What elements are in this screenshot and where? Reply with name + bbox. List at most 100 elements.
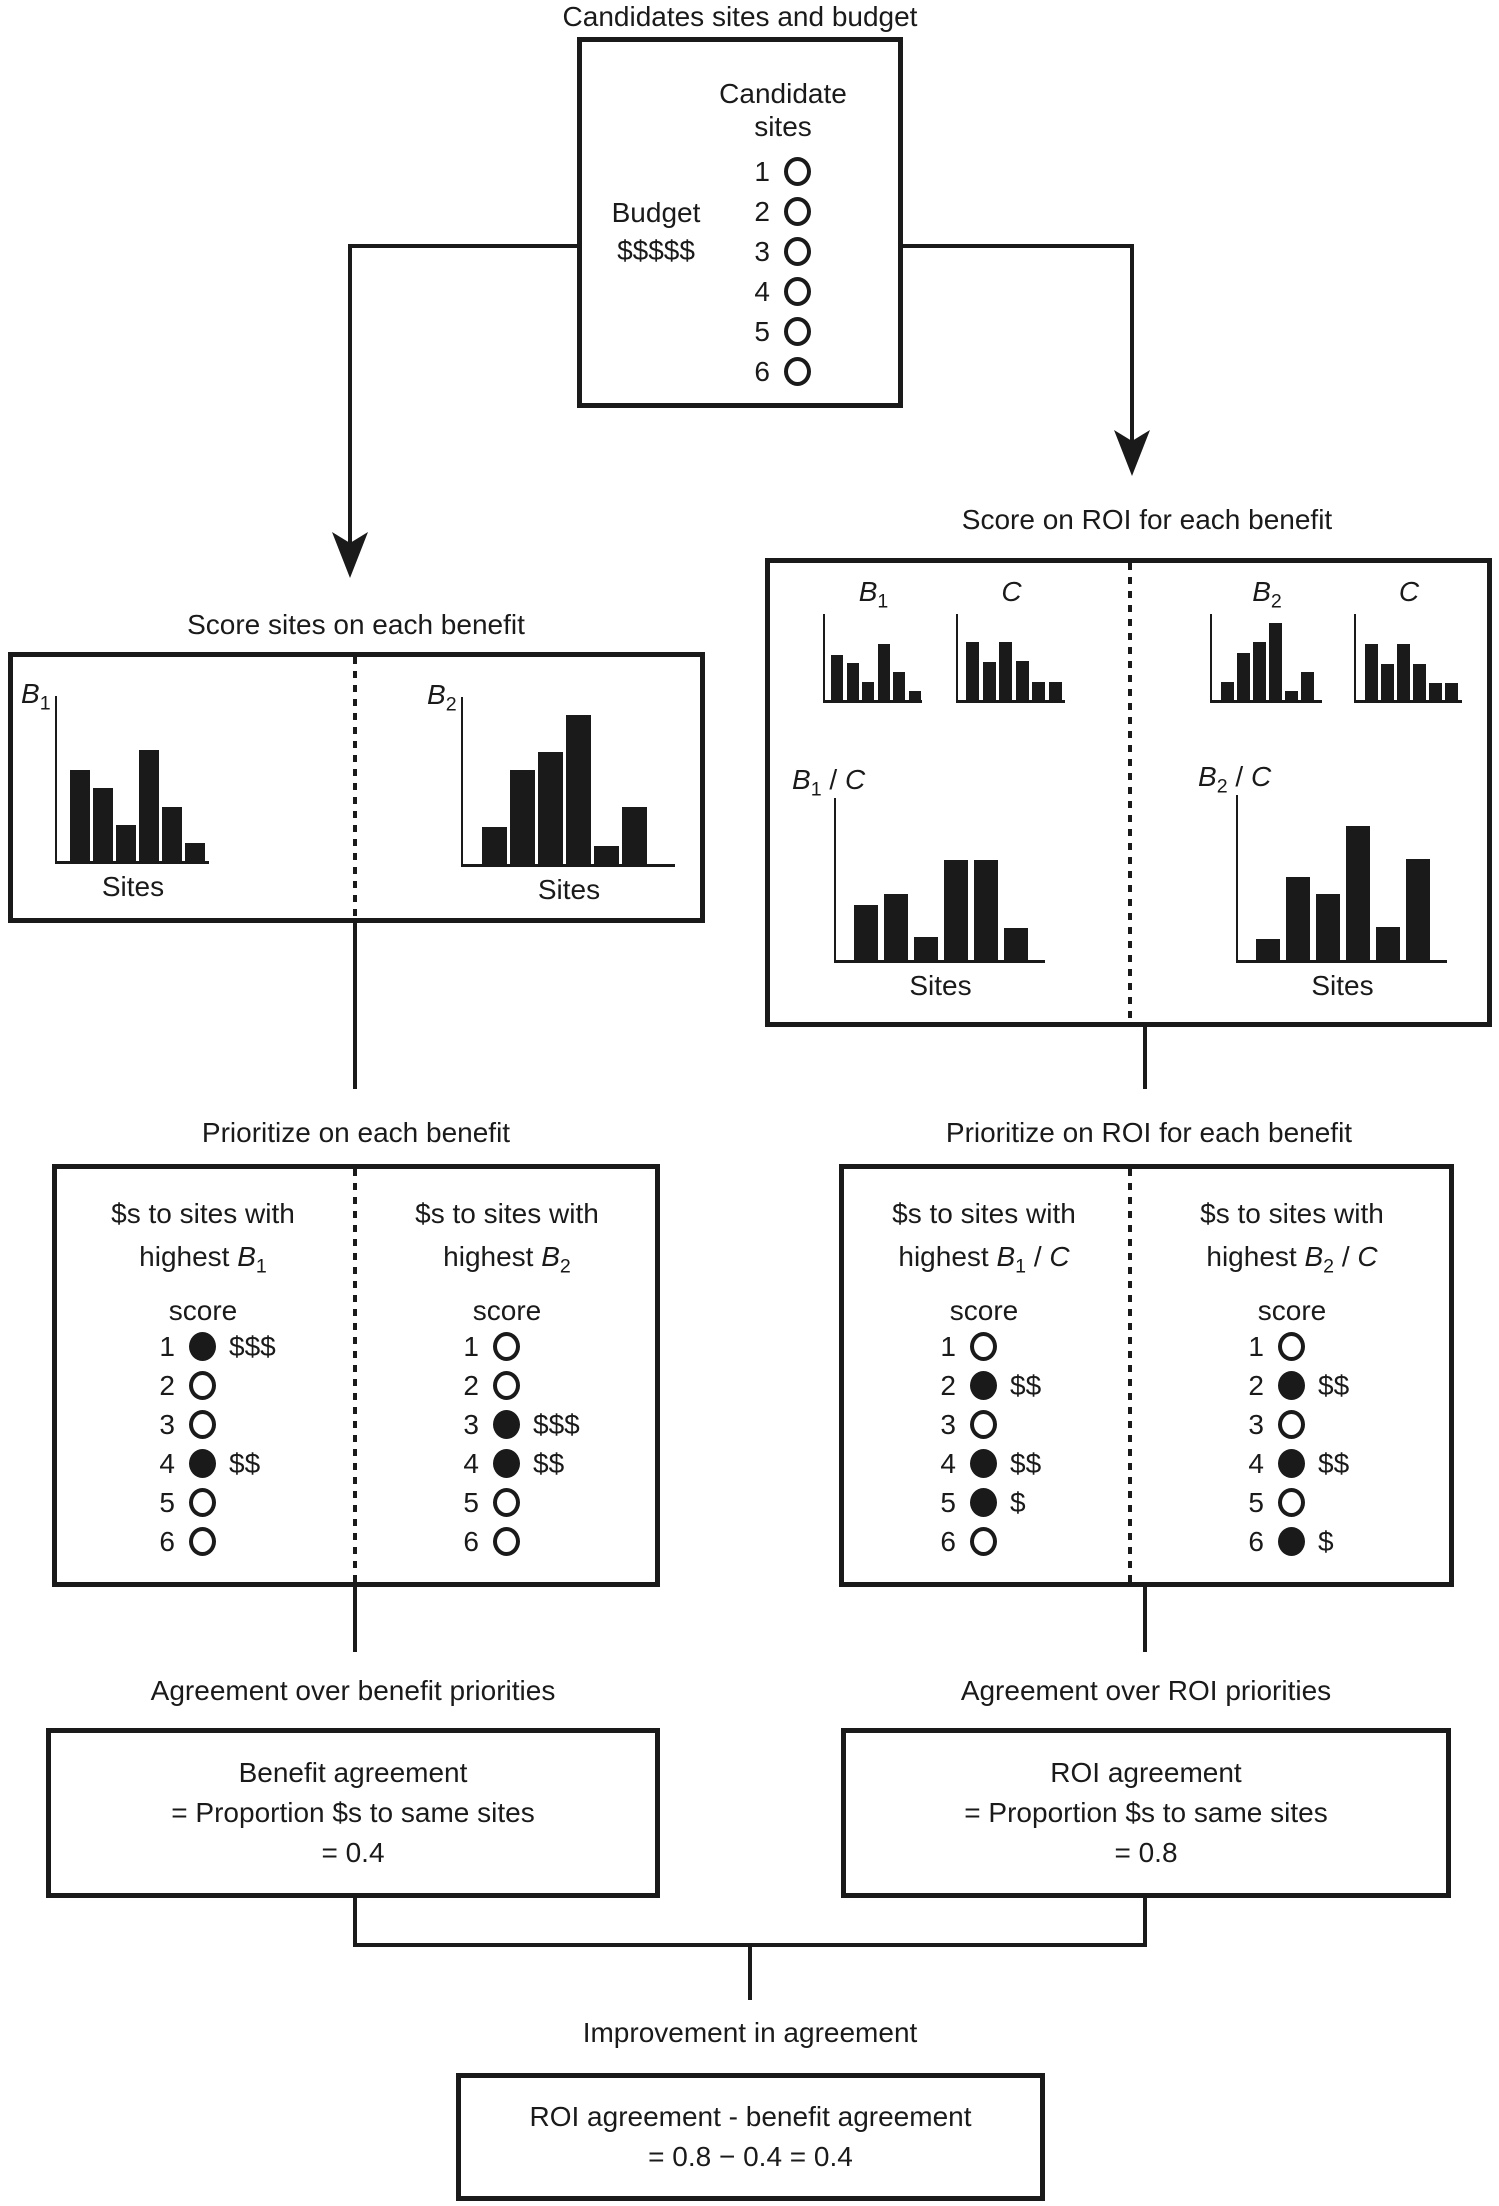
bar-site-1: [966, 642, 979, 700]
site-number: 4: [1248, 1447, 1264, 1479]
site-row: 3: [728, 236, 811, 267]
open-circle-icon: [970, 1410, 997, 1439]
dollar-allocation: $$: [533, 1447, 565, 1479]
chart-xlabel: Sites: [101, 871, 165, 902]
dollar-allocation: $$: [229, 1447, 261, 1479]
site-row: 4 $$: [437, 1447, 580, 1479]
agreement-benefit-title: Agreement over benefit priorities: [150, 1675, 556, 1706]
dollar-allocation: $$$: [533, 1408, 580, 1440]
open-circle-icon: [189, 1527, 216, 1556]
open-circle-icon: [189, 1371, 216, 1400]
roi-agreement-connector-line: [1143, 1585, 1147, 1652]
bar-site-2: [982, 662, 996, 700]
bar-site-1: [1256, 939, 1280, 960]
improvement-line2: = 0.8 − 0.4 = 0.4: [648, 2141, 853, 2172]
bar-site-2: [1286, 877, 1310, 960]
site-number: 4: [463, 1447, 479, 1479]
bar-site-5: [162, 807, 182, 861]
agreement-roi-title: Agreement over ROI priorities: [960, 1675, 1332, 1706]
site-number: 6: [159, 1525, 175, 1557]
filled-circle-icon: [1278, 1449, 1305, 1478]
budget-amount: $$$$$: [617, 235, 695, 266]
site-number: 6: [940, 1525, 956, 1557]
site-number: 4: [159, 1447, 175, 1479]
site-number: 3: [463, 1408, 479, 1440]
dollar-allocation: $$: [1318, 1447, 1350, 1479]
roi-connector-line: [1143, 1025, 1147, 1089]
bar-site-3: [914, 937, 938, 960]
candidates-budget-box: [577, 37, 903, 408]
branch-left-vertical-line: [348, 244, 352, 546]
open-circle-icon: [784, 317, 811, 346]
bar-site-6: [1445, 683, 1458, 700]
open-circle-icon: [1278, 1488, 1305, 1517]
prioritize-benefit-title: Prioritize on each benefit: [201, 1117, 511, 1148]
bar-site-2: [1381, 664, 1394, 700]
roi-agreement-line3: = 0.8: [1114, 1837, 1178, 1868]
site-row: 4 $$: [133, 1447, 276, 1479]
score-benefit-box: [8, 652, 705, 923]
filled-circle-icon: [1278, 1527, 1305, 1556]
dollar-allocation: $$: [1318, 1369, 1350, 1401]
roi-agreement-box: ROI agreement = Proportion $s to same si…: [841, 1728, 1451, 1898]
bar-site-4: [1413, 664, 1426, 700]
junction-stem-line: [748, 1943, 752, 2000]
filled-circle-icon: [970, 1371, 997, 1400]
improvement-title: Improvement in agreement: [582, 2017, 918, 2048]
bar-site-4: [944, 860, 968, 960]
site-number: 1: [1248, 1330, 1264, 1362]
bar-site-3: [1397, 644, 1410, 700]
open-circle-icon: [189, 1488, 216, 1517]
site-number: 3: [159, 1408, 175, 1440]
bar-site-1: [1365, 644, 1378, 700]
site-number: 2: [940, 1369, 956, 1401]
site-row: 3: [1222, 1409, 1349, 1440]
chart-xlabel: Sites: [537, 874, 601, 905]
bar-site-2: [884, 894, 908, 960]
bar-site-1: [1221, 682, 1234, 700]
roi-c1-chart: C: [956, 576, 1065, 703]
budget-block: Budget $$$$$: [556, 194, 756, 270]
filled-circle-icon: [1278, 1371, 1305, 1400]
bar-site-3: [116, 825, 136, 861]
open-circle-icon: [970, 1527, 997, 1556]
site-row: 5: [133, 1487, 276, 1518]
bar-site-2: [846, 663, 859, 700]
bar-site-5: [893, 672, 905, 700]
bar-site-6: [1406, 859, 1430, 960]
open-circle-icon: [493, 1488, 520, 1517]
bar-site-5: [1032, 682, 1045, 700]
benefit-junction-line: [353, 1896, 357, 1947]
site-row: 5: [728, 316, 811, 347]
bar-site-4: [566, 715, 591, 864]
open-circle-icon: [1278, 1410, 1305, 1439]
bar-site-6: [1301, 672, 1314, 700]
score-benefit-title: Score sites on each benefit: [187, 609, 525, 640]
site-row: 2: [133, 1370, 276, 1401]
bar-site-5: [974, 860, 998, 960]
candidate-sites-heading-line1: Candidate: [719, 78, 847, 109]
site-row: 6: [728, 356, 811, 387]
chart-axis-label: C: [1398, 576, 1420, 607]
site-number: 2: [463, 1369, 479, 1401]
site-number: 2: [754, 195, 770, 227]
open-circle-icon: [784, 197, 811, 226]
site-number: 6: [463, 1525, 479, 1557]
prioritize-roi-box: [839, 1164, 1454, 1587]
site-row: 6: [133, 1525, 276, 1557]
score-roi-title: Score on ROI for each benefit: [961, 504, 1333, 535]
bar-site-5: [1376, 927, 1400, 960]
open-circle-icon: [1278, 1332, 1305, 1361]
dollar-allocation: $: [1318, 1525, 1334, 1557]
filled-circle-icon: [970, 1449, 997, 1478]
site-row: 3 $$$: [437, 1408, 580, 1440]
